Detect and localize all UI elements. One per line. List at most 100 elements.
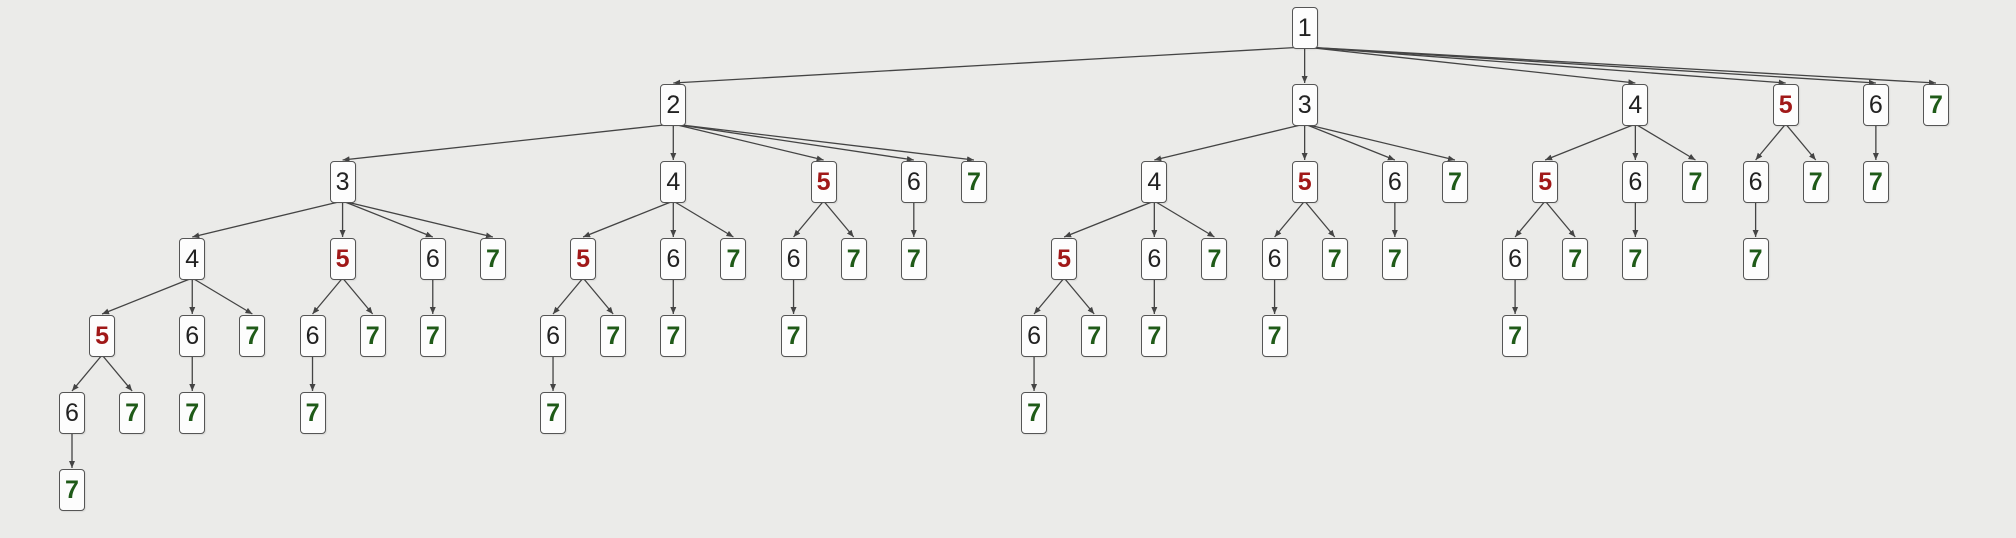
- tree-edge: [672, 200, 734, 238]
- tree-node-7: 7: [419, 315, 446, 357]
- tree-node-7: 7: [1682, 161, 1709, 203]
- tree-node-6: 6: [299, 315, 326, 357]
- tree-node-7: 7: [1321, 238, 1348, 280]
- tree-node-7: 7: [1802, 161, 1829, 203]
- tree-edge: [312, 277, 344, 315]
- tree-edge: [1154, 123, 1305, 162]
- tree-node-5: 5: [329, 238, 356, 280]
- tree-node-6: 6: [1261, 238, 1288, 280]
- tree-node-6: 6: [900, 161, 927, 203]
- tree-node-6: 6: [179, 315, 206, 357]
- tree-edge: [1304, 200, 1336, 238]
- tree-node-7: 7: [720, 238, 747, 280]
- tree-node-4: 4: [1141, 161, 1168, 203]
- tree-edge: [1304, 123, 1396, 161]
- tree-edge: [342, 277, 374, 315]
- tree-edge: [1304, 46, 1937, 86]
- tree-node-3: 3: [1291, 84, 1318, 126]
- tree-node-5: 5: [1051, 238, 1078, 280]
- tree-node-6: 6: [419, 238, 446, 280]
- tree-node-6: 6: [540, 315, 567, 357]
- tree-node-7: 7: [1441, 161, 1468, 203]
- tree-node-7: 7: [1742, 238, 1769, 280]
- tree-edge: [1544, 123, 1636, 161]
- tree-edge: [582, 277, 614, 315]
- tree-node-6: 6: [780, 238, 807, 280]
- tree-node-4: 4: [1622, 84, 1649, 126]
- tree-edge: [1304, 46, 1636, 86]
- tree-edge: [342, 200, 434, 238]
- tree-edge: [1063, 277, 1095, 315]
- tree-edge: [1544, 200, 1576, 238]
- tree-edge: [1785, 123, 1817, 161]
- tree-edge: [192, 200, 343, 239]
- tree-node-6: 6: [1742, 161, 1769, 203]
- tree-edge: [673, 123, 914, 162]
- tree-edge: [673, 46, 1305, 86]
- tree-node-7: 7: [1141, 315, 1168, 357]
- tree-node-7: 7: [960, 161, 987, 203]
- tree-node-7: 7: [119, 392, 146, 434]
- tree-node-7: 7: [1562, 238, 1589, 280]
- tree-edge: [1274, 200, 1306, 238]
- tree-node-7: 7: [600, 315, 627, 357]
- tree-node-7: 7: [1201, 238, 1228, 280]
- tree-edge: [1304, 123, 1456, 162]
- tree-node-5: 5: [1291, 161, 1318, 203]
- tree-node-6: 6: [1622, 161, 1649, 203]
- tree-node-7: 7: [1502, 315, 1529, 357]
- tree-edge: [1635, 123, 1696, 161]
- tree-node-7: 7: [359, 315, 386, 357]
- tree-node-7: 7: [1021, 392, 1048, 434]
- tree-node-6: 6: [59, 392, 85, 434]
- tree-node-7: 7: [479, 238, 506, 280]
- tree-node-5: 5: [570, 238, 597, 280]
- tree-node-6: 6: [1862, 84, 1889, 126]
- tree-node-6: 6: [1381, 161, 1408, 203]
- tree-node-7: 7: [179, 392, 206, 434]
- tree-node-2: 2: [660, 84, 687, 126]
- tree-node-6: 6: [1502, 238, 1529, 280]
- tree-node-7: 7: [1862, 161, 1889, 203]
- tree-node-7: 7: [840, 238, 867, 280]
- tree-node-7: 7: [1381, 238, 1408, 280]
- tree-node-7: 7: [59, 469, 85, 511]
- tree-node-7: 7: [780, 315, 807, 357]
- tree-edge: [191, 277, 253, 315]
- tree-node-5: 5: [89, 315, 116, 357]
- tree-node-7: 7: [540, 392, 567, 434]
- tree-edge: [1063, 200, 1155, 238]
- tree-edge: [1755, 123, 1787, 161]
- tree-node-7: 7: [1923, 84, 1949, 126]
- tree-node-7: 7: [299, 392, 326, 434]
- tree-edge: [673, 123, 975, 163]
- tree-edge: [1033, 277, 1065, 315]
- tree-node-6: 6: [660, 238, 687, 280]
- tree-node-5: 5: [1772, 84, 1799, 126]
- tree-edge: [71, 354, 103, 392]
- tree-node-7: 7: [239, 315, 266, 357]
- tree-node-7: 7: [1622, 238, 1649, 280]
- tree-edge: [1514, 200, 1546, 238]
- tree-node-6: 6: [1141, 238, 1168, 280]
- tree-node-1: 1: [1291, 7, 1318, 49]
- tree-node-7: 7: [1261, 315, 1288, 357]
- tree-edge: [342, 123, 674, 163]
- tree-node-4: 4: [660, 161, 687, 203]
- tree-edge: [1153, 200, 1215, 238]
- tree-node-4: 4: [179, 238, 206, 280]
- tree-node-5: 5: [810, 161, 837, 203]
- tree-edge: [101, 277, 193, 315]
- tree-node-3: 3: [329, 161, 356, 203]
- tree-node-7: 7: [1081, 315, 1108, 357]
- tree-node-7: 7: [660, 315, 687, 357]
- tree-edge: [582, 200, 674, 238]
- tree-node-7: 7: [900, 238, 927, 280]
- tree-node-5: 5: [1532, 161, 1559, 203]
- tree-edge: [793, 200, 825, 238]
- tree-edge: [552, 277, 584, 315]
- tree-node-6: 6: [1021, 315, 1048, 357]
- tree-edge: [1304, 46, 1786, 86]
